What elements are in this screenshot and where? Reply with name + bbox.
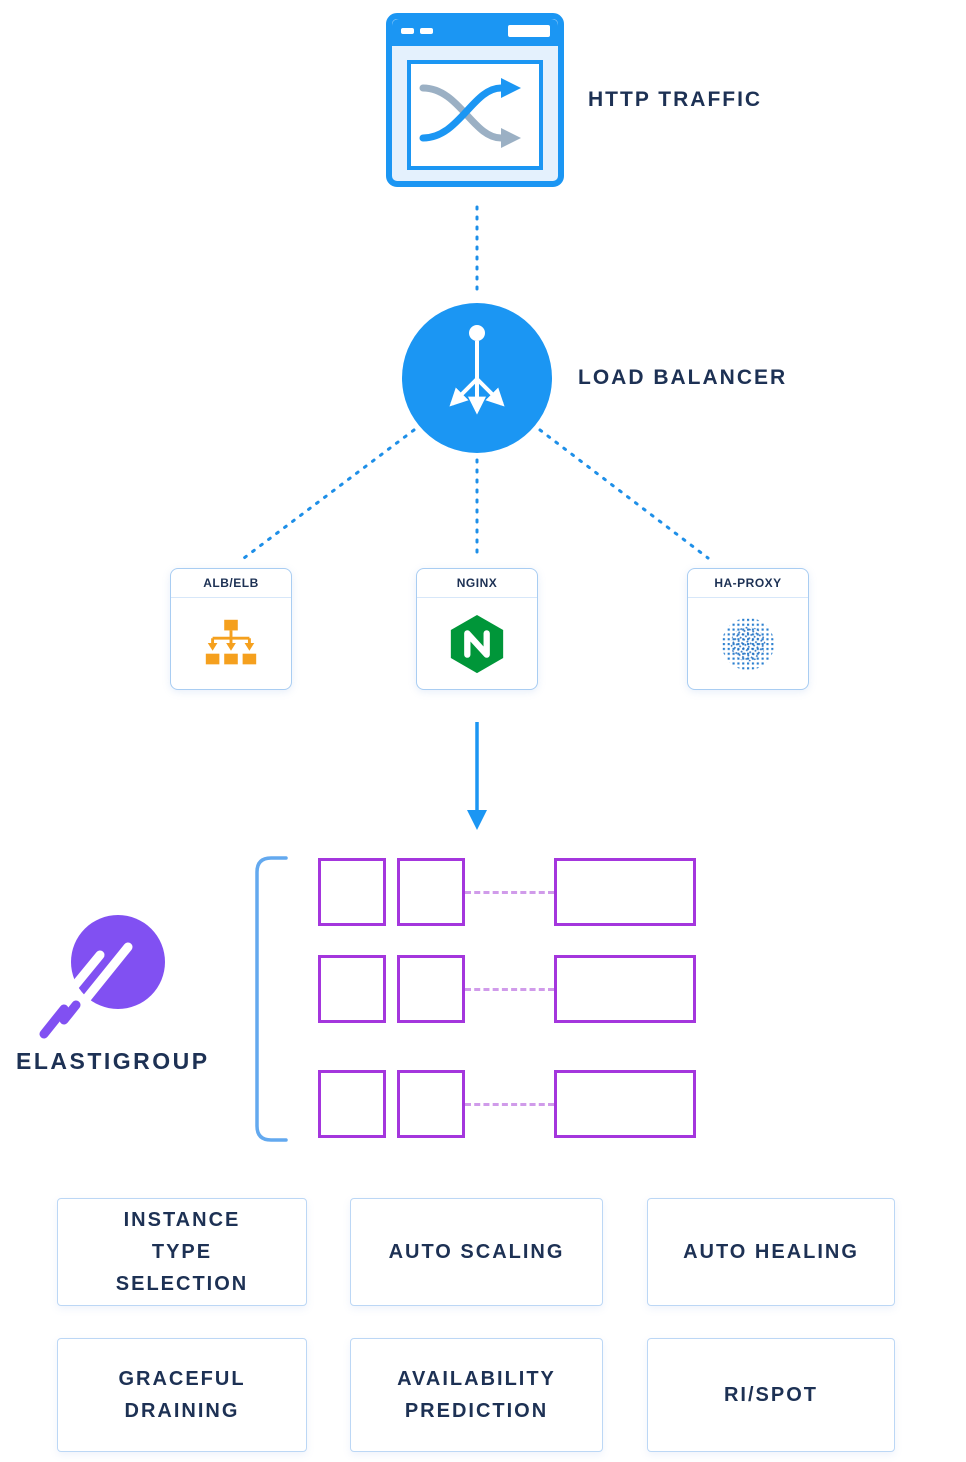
instance-connector-dashed	[465, 890, 554, 894]
instance-connector-dashed	[465, 1102, 554, 1106]
proxy-card-title: ALB/ELB	[171, 569, 291, 598]
feature-box-auto-scaling: AUTO SCALING	[350, 1198, 603, 1306]
feature-box-ri-spot: RI/SPOT	[647, 1338, 895, 1452]
instance-row	[318, 1070, 696, 1138]
load-balancer-label: LOAD BALANCER	[578, 366, 788, 389]
elastigroup-logo	[22, 900, 192, 1050]
proxy-card-alb-elb: ALB/ELB	[170, 568, 292, 690]
nginx-hexagon-icon	[450, 614, 504, 673]
alb-elb-tree-icon	[205, 619, 257, 664]
dotted-connector-to-alb	[242, 428, 416, 560]
instance-square	[318, 955, 386, 1023]
feature-box-graceful-draining: GRACEFUL DRAINING	[57, 1338, 307, 1452]
proxy-card-haproxy: HA-PROXY	[687, 568, 809, 690]
instance-connector-dashed	[465, 987, 554, 991]
solid-arrow-head	[467, 810, 487, 830]
instance-row	[318, 955, 696, 1023]
dotted-connector-to-haproxy	[538, 428, 710, 560]
instance-square	[397, 1070, 465, 1138]
instance-wide-box	[554, 1070, 696, 1138]
feature-box-auto-healing: AUTO HEALING	[647, 1198, 895, 1306]
elastigroup-label: ELASTIGROUP	[16, 1048, 210, 1074]
instance-wide-box	[554, 858, 696, 926]
instance-square	[397, 955, 465, 1023]
proxy-card-title: NGINX	[417, 569, 537, 598]
load-balancer-icon	[402, 303, 552, 453]
instance-row	[318, 858, 696, 926]
instance-square	[318, 1070, 386, 1138]
proxy-card-title: HA-PROXY	[688, 569, 808, 598]
http-traffic-label: HTTP TRAFFIC	[588, 88, 763, 111]
instance-wide-box	[554, 955, 696, 1023]
elastigroup-bracket	[255, 856, 288, 1142]
proxy-card-nginx: NGINX	[416, 568, 538, 690]
instance-square	[318, 858, 386, 926]
crossing-arrows-icon	[419, 78, 521, 148]
instance-square	[397, 858, 465, 926]
http-traffic-browser-icon	[385, 10, 565, 190]
feature-box-availability-prediction: AVAILABILITY PREDICTION	[350, 1338, 603, 1452]
feature-box-instance-type-selection: INSTANCE TYPE SELECTION	[57, 1198, 307, 1306]
haproxy-dotted-sphere-icon	[721, 617, 775, 670]
